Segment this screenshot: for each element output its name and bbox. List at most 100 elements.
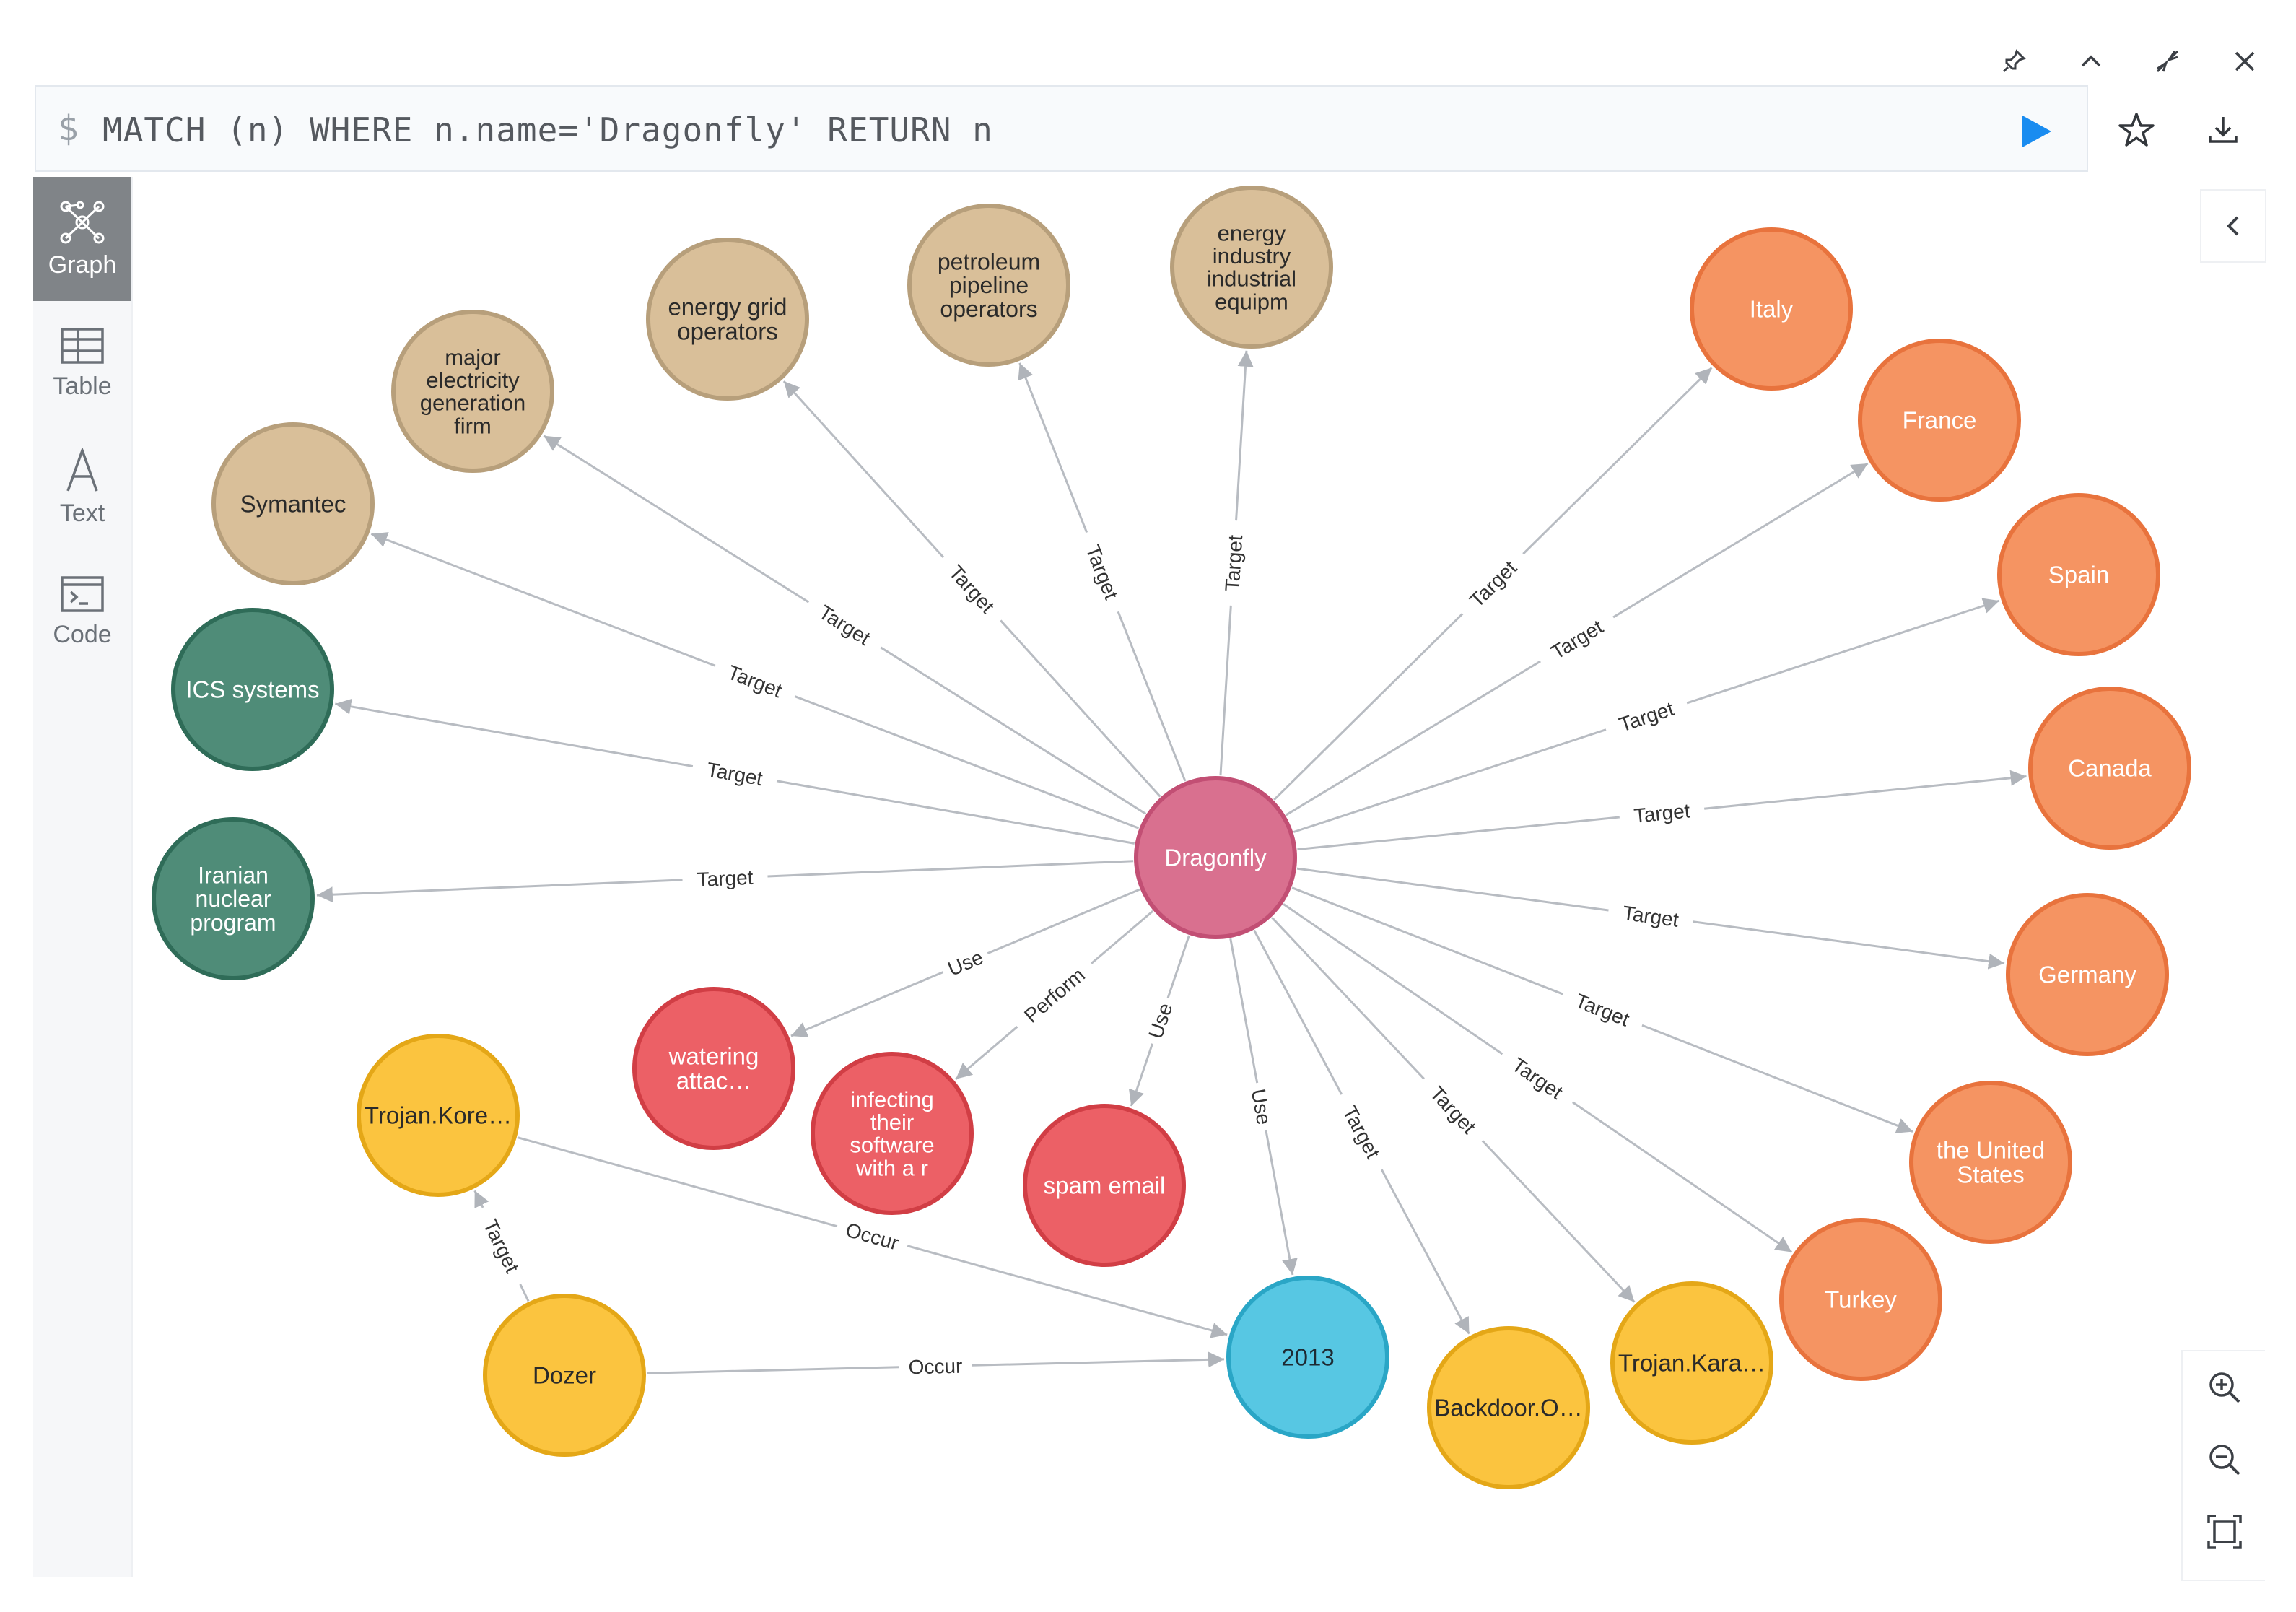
relationship-edge[interactable]: Perform <box>955 910 1154 1080</box>
node-circle[interactable] <box>483 1294 646 1457</box>
relationship-edge[interactable]: Target <box>1273 367 1713 801</box>
graph-node-ics-systems[interactable]: ICS systems <box>171 608 334 771</box>
relationship-edge[interactable]: Target <box>1293 598 2000 833</box>
graph-node-year-2013[interactable]: 2013 <box>1226 1276 1389 1439</box>
node-label: energy <box>1218 220 1286 245</box>
node-label: with a r <box>855 1155 928 1180</box>
relationship-edge[interactable]: Target <box>471 1190 532 1302</box>
node-circle[interactable] <box>1858 339 2021 502</box>
sidebar-item-label: Text <box>59 499 105 527</box>
sidebar-item-table[interactable]: Table <box>33 301 131 425</box>
graph-node-germany[interactable]: Germany <box>2006 893 2169 1056</box>
edge-label-background <box>1558 982 1647 1037</box>
query-editor[interactable]: $ <box>35 85 2088 172</box>
relationship-edge[interactable]: Use <box>1128 935 1190 1107</box>
graph-node-dozer[interactable]: Dozer <box>483 1294 646 1457</box>
relationship-edge[interactable]: Target <box>335 698 1135 845</box>
relationship-edge[interactable]: Target <box>1297 770 2027 851</box>
relationship-edge[interactable]: Target <box>1285 462 1869 816</box>
node-label: watering <box>668 1043 759 1070</box>
node-circle[interactable] <box>1134 776 1297 939</box>
node-circle[interactable] <box>391 310 554 473</box>
run-button[interactable] <box>2014 110 2057 153</box>
node-circle[interactable] <box>811 1052 974 1215</box>
relationship-edge[interactable]: Target <box>543 435 1147 815</box>
graph-node-spam-email[interactable]: spam email <box>1023 1104 1186 1267</box>
zoom-in-button[interactable] <box>2183 1351 2266 1424</box>
window-controls <box>1992 43 2266 79</box>
edge-label: Target <box>1426 1082 1480 1138</box>
graph-node-turkey[interactable]: Turkey <box>1779 1218 1942 1381</box>
sidebar-item-code[interactable]: Code <box>33 549 131 674</box>
graph-node-canada[interactable]: Canada <box>2028 687 2191 850</box>
relationship-edge[interactable]: Target <box>316 860 1134 903</box>
edge-label-background <box>1607 897 1695 935</box>
pin-icon[interactable] <box>1992 43 2035 79</box>
zoom-out-button[interactable] <box>2183 1424 2266 1496</box>
node-circle[interactable] <box>1997 493 2160 656</box>
node-circle[interactable] <box>211 422 375 585</box>
node-circle[interactable] <box>1427 1326 1590 1489</box>
graph-node-trojan-kore[interactable]: Trojan.Kore… <box>357 1034 520 1197</box>
chevron-up-icon[interactable] <box>2069 43 2113 79</box>
node-circle[interactable] <box>152 817 315 980</box>
node-circle[interactable] <box>2028 687 2191 850</box>
table-icon <box>61 327 104 364</box>
minimize-icon[interactable] <box>2146 43 2189 79</box>
relationship-edge[interactable]: Target <box>1291 886 1913 1133</box>
node-circle[interactable] <box>646 238 809 401</box>
node-circle[interactable] <box>632 987 795 1150</box>
query-input[interactable] <box>102 108 1907 152</box>
node-label: Germany <box>2038 962 2136 988</box>
relationship-edge[interactable]: Occur <box>646 1351 1225 1380</box>
node-label: Turkey <box>1825 1286 1897 1313</box>
node-circle[interactable] <box>1909 1081 2072 1244</box>
graph-node-backdoor[interactable]: Backdoor.O… <box>1427 1326 1590 1489</box>
sidebar-item-label: Graph <box>48 250 117 279</box>
fit-screen-icon <box>2207 1515 2242 1549</box>
node-circle[interactable] <box>1690 227 1853 391</box>
node-circle[interactable] <box>1610 1281 1773 1445</box>
sidebar-item-graph[interactable]: Graph <box>33 177 131 301</box>
download-button[interactable] <box>2201 108 2245 152</box>
graph-node-spain[interactable]: Spain <box>1997 493 2160 656</box>
relationship-edge[interactable]: Target <box>1018 362 1187 782</box>
graph-node-watering[interactable]: wateringattac… <box>632 987 795 1150</box>
collapse-panel-button[interactable] <box>2200 189 2266 263</box>
graph-node-symantec[interactable]: Symantec <box>211 422 375 585</box>
favorite-button[interactable] <box>2115 108 2158 152</box>
node-label: equipm <box>1215 289 1288 314</box>
node-circle[interactable] <box>171 608 334 771</box>
relationship-edge[interactable]: Target <box>1253 929 1470 1335</box>
relationship-edge[interactable]: Target <box>1296 867 2005 970</box>
fit-to-screen-button[interactable] <box>2183 1496 2266 1568</box>
node-circle[interactable] <box>907 204 1070 367</box>
view-sidebar: Graph Table Text Code <box>33 177 133 1577</box>
relationship-edge[interactable]: Target <box>1218 350 1254 776</box>
relationship-edge[interactable]: Target <box>1271 916 1636 1303</box>
node-circle[interactable] <box>2006 893 2169 1056</box>
relationship-edge[interactable]: Use <box>1229 938 1298 1276</box>
graph-node-dragonfly[interactable]: Dragonfly <box>1134 776 1297 939</box>
node-circle[interactable] <box>1023 1104 1186 1267</box>
graph-node-italy[interactable]: Italy <box>1690 227 1853 391</box>
chevron-left-icon <box>2227 216 2239 236</box>
graph-node-trojan-kara[interactable]: Trojan.Kara… <box>1610 1281 1773 1445</box>
sidebar-item-text[interactable]: Text <box>33 425 131 549</box>
node-circle[interactable] <box>1170 186 1333 349</box>
node-circle[interactable] <box>1226 1276 1389 1439</box>
node-label: major <box>445 344 501 370</box>
graph-node-france[interactable]: France <box>1858 339 2021 502</box>
close-icon[interactable] <box>2223 43 2266 79</box>
node-circle[interactable] <box>357 1034 520 1197</box>
node-circle[interactable] <box>1779 1218 1942 1381</box>
node-label: Trojan.Kara… <box>1618 1350 1765 1377</box>
